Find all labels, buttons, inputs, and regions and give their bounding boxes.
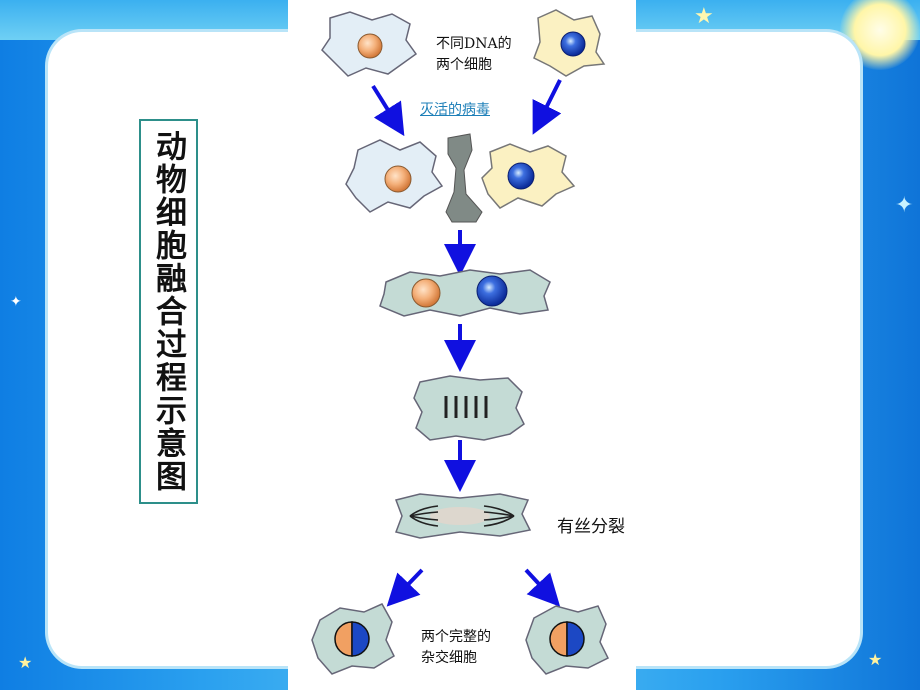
hybrid-cell-right bbox=[525, 605, 610, 675]
virus-shape bbox=[445, 133, 483, 223]
star-icon: ✦ bbox=[895, 193, 914, 218]
parent-cell-left bbox=[321, 11, 418, 77]
mitosis-label: 有丝分裂 bbox=[557, 517, 625, 537]
star-icon: ★ bbox=[694, 4, 714, 29]
mitosis-cell bbox=[395, 493, 532, 539]
hybrid-cells-line-2: 杂交细胞 bbox=[421, 650, 477, 666]
dividing-cell-chromosomes bbox=[413, 375, 525, 441]
hybrid-cell-left bbox=[311, 603, 395, 675]
arrow-icon bbox=[386, 568, 424, 607]
parent-cells-label: 不同DNA的 两个细胞 bbox=[436, 34, 512, 76]
parent-cells-line-1: 不同DNA的 bbox=[436, 36, 512, 52]
cell-right-with-virus bbox=[481, 143, 576, 209]
star-icon: ✦ bbox=[10, 294, 22, 310]
star-icon: ★ bbox=[18, 653, 33, 672]
parent-cells-line-2: 两个细胞 bbox=[436, 57, 492, 73]
fused-cell bbox=[379, 269, 551, 317]
arrow-icon bbox=[371, 84, 405, 137]
star-icon: ★ bbox=[868, 650, 883, 669]
page-title: 动物细胞融合过程示意图 bbox=[150, 130, 186, 493]
arrow-icon bbox=[524, 568, 561, 607]
arrow-icon bbox=[532, 79, 562, 135]
hybrid-cells-label: 两个完整的 杂交细胞 bbox=[421, 627, 491, 669]
title-box: 动物细胞融合过程示意图 bbox=[139, 119, 198, 504]
virus-label[interactable]: 灭活的病毒 bbox=[420, 102, 490, 118]
cell-left-with-virus bbox=[345, 139, 444, 213]
parent-cell-right bbox=[533, 9, 606, 77]
hybrid-cells-line-1: 两个完整的 bbox=[421, 629, 491, 645]
